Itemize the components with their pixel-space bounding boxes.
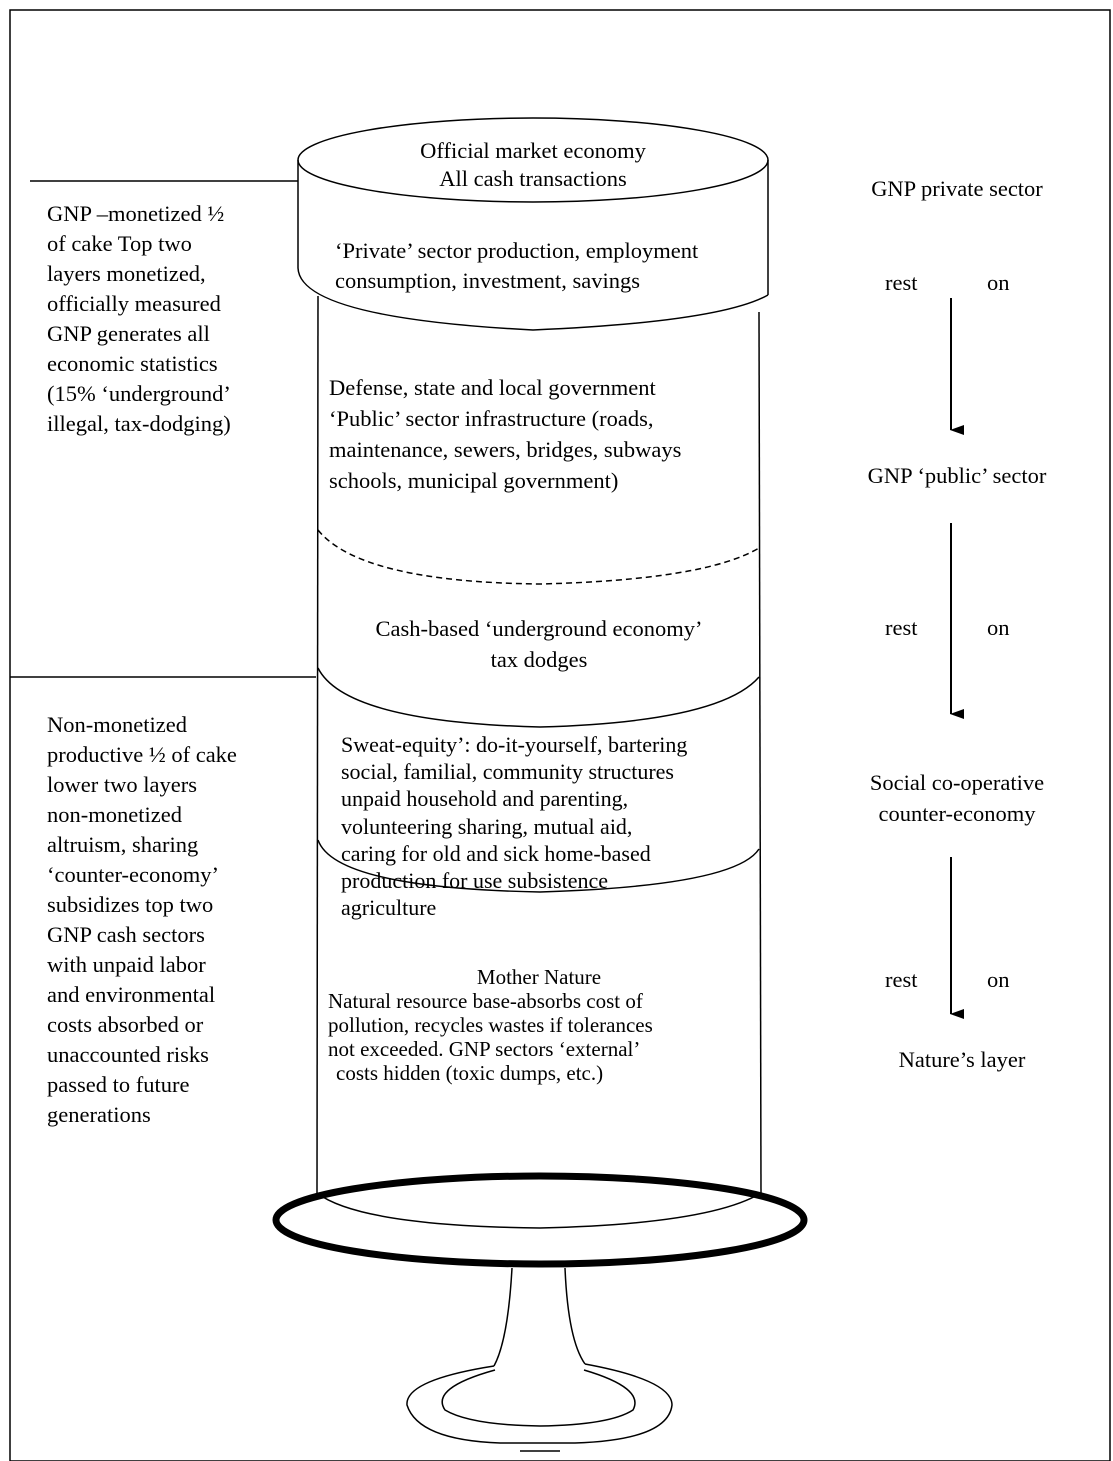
cake-top-label: Official market economy All cash transac… — [378, 137, 688, 193]
nature-title: Mother Nature — [476, 965, 602, 989]
left-bottom-note-line: subsidizes top two — [47, 892, 214, 917]
arrow-3-left-label: rest — [885, 967, 918, 992]
nature-layer-text: Natural resource base-absorbs cost of po… — [328, 989, 653, 1085]
top-disc-bottom-curve — [297, 267, 769, 331]
nature-layer-line: pollution, recycles wastes if tolerances — [328, 1013, 653, 1037]
sweat-boundary — [317, 839, 760, 893]
sweat-layer-line: Sweat-equity’: do-it-yourself, bartering — [341, 732, 688, 757]
arrow-2-left-label: rest — [885, 615, 918, 640]
left-top-note-line: (15% ‘underground’ — [47, 381, 231, 406]
left-bottom-note-line: Non-monetized — [47, 712, 187, 737]
nature-layer-line: Natural resource base-absorbs cost of — [328, 989, 643, 1013]
sweat-layer-line: social, familial, community structures — [341, 759, 674, 785]
sweat-layer-line: caring for old and sick home-based — [341, 840, 651, 866]
left-bottom-note: Non-monetized productive ½ of cake lower… — [47, 710, 237, 1130]
public-dashed-boundary — [317, 529, 760, 585]
public-layer-line: maintenance, sewers, bridges, subways — [329, 437, 682, 462]
private-layer-text: ‘Private’ sector production, employment … — [335, 236, 698, 296]
right-label-social-line: Social co-operative — [869, 770, 1045, 795]
left-bottom-note-line: unaccounted risks — [47, 1042, 209, 1067]
nature-layer-line: not exceeded. GNP sectors ‘external’ — [328, 1037, 641, 1061]
sweat-layer-line: volunteering sharing, mutual aid, — [341, 813, 633, 839]
left-top-note-line: economic statistics — [47, 351, 218, 376]
left-bottom-note-line: passed to future — [47, 1072, 190, 1097]
left-top-note-line: illegal, tax-dodging) — [47, 411, 231, 436]
sweat-layer-line: unpaid household and parenting, — [341, 786, 629, 812]
underground-boundary — [317, 667, 760, 728]
arrow-1-right-label: on — [987, 270, 1010, 295]
arrow-3-right-label: on — [987, 967, 1010, 992]
left-bottom-note-line: GNP cash sectors — [47, 922, 205, 947]
public-layer-line: ‘Public’ sector infrastructure (roads, — [329, 406, 654, 431]
left-bottom-note-line: lower two layers — [47, 772, 197, 797]
left-bottom-note-line: productive ½ of cake — [47, 742, 237, 767]
left-top-note-line: officially measured — [47, 291, 221, 316]
left-top-note-line: GNP generates all — [47, 321, 210, 346]
left-bottom-note-line: altruism, sharing — [47, 832, 199, 857]
cake-plate-outer — [272, 1172, 808, 1268]
public-layer-line: Defense, state and local government — [329, 375, 656, 400]
stand-stem-right — [564, 1267, 586, 1365]
left-bottom-note-line: generations — [47, 1102, 151, 1127]
stand-base-outer — [406, 1363, 673, 1444]
arrow-1-left-label: rest — [885, 270, 918, 295]
underground-layer-line: Cash-based ‘underground economy’ — [375, 616, 703, 641]
sweat-layer-text: Sweat-equity’: do-it-yourself, bartering… — [341, 731, 687, 921]
right-label-social-line: counter-economy — [878, 801, 1036, 826]
underground-layer-text: Cash-based ‘underground economy’ tax dod… — [318, 613, 760, 675]
left-bottom-note-line: non-monetized — [47, 802, 182, 827]
public-layer-text: Defense, state and local government ‘Pub… — [329, 372, 681, 496]
right-label-social: Social co-operative counter-economy — [832, 767, 1082, 829]
cake-bottom-curve — [316, 1192, 762, 1229]
sweat-layer-line: production for use subsistence — [341, 868, 608, 894]
cake-right-side — [758, 311, 762, 1194]
stand-base-inner — [441, 1369, 636, 1427]
page-frame — [9, 9, 1111, 1461]
right-label-public: GNP ‘public’ sector — [867, 463, 1047, 488]
private-layer-line: consumption, investment, savings — [335, 268, 640, 293]
underground-layer-line: tax dodges — [490, 647, 588, 672]
private-layer-line: ‘Private’ sector production, employment — [335, 238, 699, 263]
left-top-note-line: layers monetized, — [47, 261, 206, 286]
cake-top-label-line: Official market economy — [420, 138, 646, 163]
left-top-note: GNP –monetized ½ of cake Top two layers … — [47, 199, 231, 439]
right-label-nature: Nature’s layer — [898, 1047, 1026, 1072]
left-bottom-note-line: ‘counter-economy’ — [47, 862, 219, 887]
cake-left-side — [316, 295, 319, 1194]
public-layer-line: schools, municipal government) — [329, 468, 619, 493]
left-top-note-line: GNP –monetized ½ — [47, 201, 225, 226]
cake-top-label-line: All cash transactions — [439, 166, 627, 191]
left-bottom-note-line: costs absorbed or — [47, 1012, 204, 1037]
left-top-note-line: of cake Top two — [47, 231, 192, 256]
right-label-private: GNP private sector — [871, 176, 1043, 201]
left-bottom-note-line: and environmental — [47, 982, 216, 1007]
stand-stem-left — [493, 1267, 513, 1367]
left-bottom-note-line: with unpaid labor — [47, 952, 206, 977]
sweat-layer-line: agriculture — [341, 895, 437, 921]
arrow-2-right-label: on — [987, 615, 1010, 640]
nature-layer-line: costs hidden (toxic dumps, etc.) — [336, 1061, 604, 1085]
